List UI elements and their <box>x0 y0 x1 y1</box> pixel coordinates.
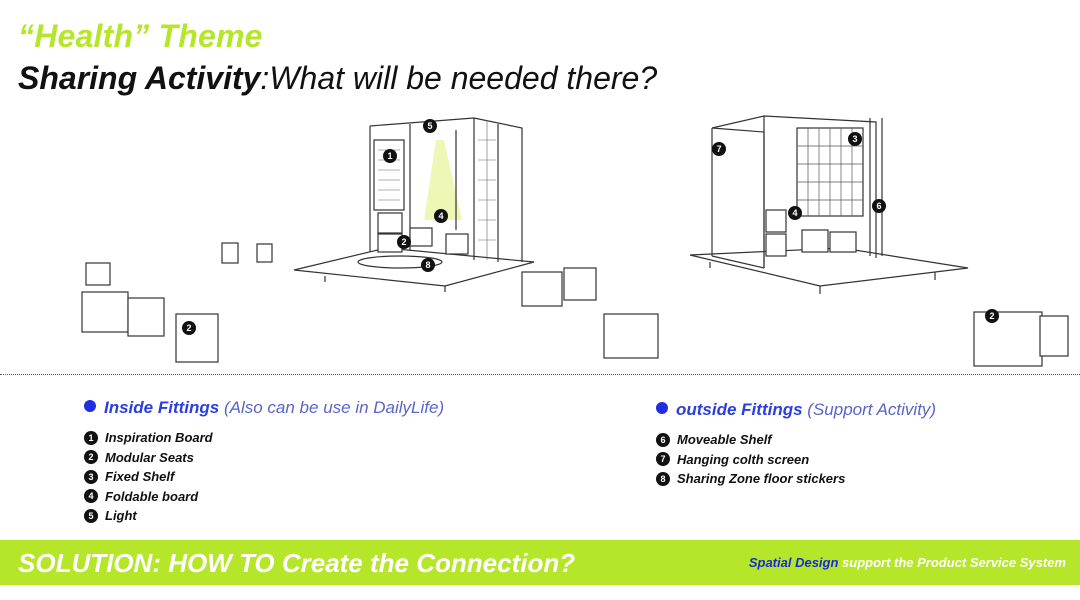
number-badge-icon: 8 <box>656 471 670 486</box>
item-label: Moveable Shelf <box>677 432 772 448</box>
marker-4a-label: 4 <box>438 211 443 221</box>
marker-1 <box>383 149 397 163</box>
item-label: Light <box>105 508 137 524</box>
list-item: 3 Fixed Shelf <box>84 467 444 487</box>
number-markers <box>182 119 999 335</box>
marker-2b-label: 2 <box>186 323 191 333</box>
inside-heading-text: Inside Fittings <box>104 398 220 417</box>
list-item: 4 Foldable board <box>84 487 444 507</box>
inside-fittings-section: Inside Fittings (Also can be use in Dail… <box>84 398 444 526</box>
number-badge-icon: 1 <box>84 430 98 445</box>
left-booth <box>293 117 535 292</box>
bullet-dot-icon <box>84 400 96 412</box>
right-booth <box>689 115 969 294</box>
solution-banner: SOLUTION: HOW TO Create the Connection? … <box>0 540 1080 585</box>
spatial-design-rest: support the Product Service System <box>838 555 1066 570</box>
number-badge-icon: 6 <box>656 432 670 447</box>
item-label: Foldable board <box>105 488 199 504</box>
theme-title: “Health” Theme <box>18 18 263 54</box>
marker-2a-label: 2 <box>401 237 406 247</box>
marker-8 <box>421 258 435 272</box>
subtitle-bold: Sharing Activity <box>18 60 261 96</box>
marker-5-label: 5 <box>427 121 432 131</box>
number-badge-icon: 4 <box>84 489 98 504</box>
list-item: 6 Moveable Shelf <box>656 430 936 450</box>
spatial-design-caption: Spatial Design support the Product Servi… <box>749 555 1066 570</box>
bullet-dot-icon <box>656 402 668 414</box>
loose-cubes <box>81 242 1069 367</box>
marker-1-label: 1 <box>387 151 392 161</box>
marker-2b <box>182 321 196 335</box>
number-badge-icon: 2 <box>84 450 98 465</box>
outside-heading-text: outside Fittings <box>676 400 803 419</box>
marker-2c-label: 2 <box>989 311 994 321</box>
page-subtitle: Sharing Activity:What will be needed the… <box>18 60 657 97</box>
number-badge-icon: 7 <box>656 452 670 467</box>
marker-2c <box>985 309 999 323</box>
item-label: Sharing Zone floor stickers <box>677 471 846 487</box>
number-badge-icon: 3 <box>84 469 98 484</box>
inside-note: (Also can be use in DailyLife) <box>223 398 445 417</box>
marker-3 <box>848 132 862 146</box>
item-label: Fixed Shelf <box>105 469 175 485</box>
item-label: Hanging colth screen <box>677 451 810 467</box>
outside-note: (Support Activity) <box>807 400 937 419</box>
outside-fittings-section: outside Fittings (Support Activity) 6 Mov… <box>656 400 936 489</box>
list-item: 7 Hanging colth screen <box>656 450 936 470</box>
marker-8-label: 8 <box>425 260 430 270</box>
inside-list: 1 Inspiration Board 2 Modular Seats 3 Fixed… <box>84 428 444 526</box>
list-item: 5 Light <box>84 506 444 526</box>
inside-fittings-heading: Inside Fittings (Also can be use in Dail… <box>84 398 444 418</box>
marker-3-label: 3 <box>852 134 857 144</box>
marker-4b <box>788 206 802 220</box>
number-badge-icon: 5 <box>84 508 98 523</box>
marker-6-label: 6 <box>876 201 881 211</box>
item-label: Inspiration Board <box>105 430 213 446</box>
marker-4b-label: 4 <box>792 208 797 218</box>
spatial-design-highlight: Spatial Design <box>748 555 839 570</box>
item-label: Modular Seats <box>105 449 194 465</box>
list-item: 2 Modular Seats <box>84 448 444 468</box>
list-item: 1 Inspiration Board <box>84 428 444 448</box>
subtitle-rest: :What will be needed there? <box>260 60 658 96</box>
booth-illustration: 5 1 4 2 8 2 7 3 4 6 2 <box>81 115 1069 367</box>
marker-6 <box>872 199 886 213</box>
outside-fittings-heading: outside Fittings (Support Activity) <box>656 400 936 420</box>
marker-4a <box>434 209 448 223</box>
marker-5 <box>423 119 437 133</box>
list-item: 8 Sharing Zone floor stickers <box>656 469 936 489</box>
dotted-divider <box>0 374 1080 375</box>
marker-2a <box>397 235 411 249</box>
solution-text: SOLUTION: HOW TO Create the Connection? <box>18 548 576 578</box>
marker-7 <box>712 142 726 156</box>
marker-7-label: 7 <box>716 144 721 154</box>
